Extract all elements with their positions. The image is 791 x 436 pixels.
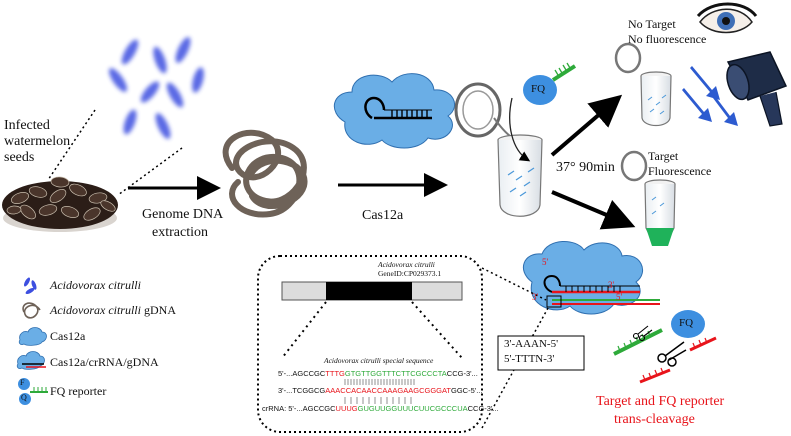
legend-label-bacteria: Acidovorax citrulli (50, 278, 141, 292)
fq-reporter-icon (18, 378, 48, 405)
arrow-no-target (550, 94, 623, 157)
gdna-icon (22, 302, 41, 319)
bacterium (153, 46, 167, 74)
cas12a-complex-cloud (522, 241, 660, 315)
genome-label-line1: Genome DNA (142, 207, 224, 222)
gene-id: GeneID:CP029373.1 (378, 269, 442, 278)
cas12a-cloud (333, 73, 455, 149)
seeds-label-line1: Infected (4, 118, 50, 133)
zoom-connector (481, 267, 547, 301)
tube-target (620, 150, 676, 246)
cas12a-icon (18, 327, 47, 346)
fq-label-bottom: FQ (679, 317, 694, 329)
uv-lamp (726, 51, 788, 127)
legend-fq-letter-f: F (20, 378, 25, 387)
arrow-target (551, 190, 636, 230)
legend-fq-letter-q: Q (21, 393, 27, 402)
legend-label-gdna: Acidovorax citrulli gDNA (50, 303, 176, 317)
sequence-crrna: crRNA: 5'-...AGCCGCUUUGGUGUUGGUUUCUUCGCC… (262, 404, 499, 413)
bacteria-cluster (108, 37, 204, 139)
target-line1: Target (648, 149, 679, 163)
trans-cleavage-line1: Target and FQ reporter (596, 394, 725, 409)
fq-reporter-bottom (613, 310, 717, 384)
bacterium (108, 68, 128, 92)
seeds-bowl (2, 176, 118, 232)
zoom-line (47, 109, 96, 181)
tube-no-target (614, 42, 672, 127)
uv-light-arrows (682, 66, 738, 126)
special-sequence-title: Acidovorax citrulli special sequence (324, 356, 434, 365)
eye-icon (696, 2, 758, 34)
genome-label-line2: extraction (152, 225, 208, 240)
fq-label-top: FQ (531, 83, 546, 95)
legend-label-complex: Cas12a/crRNA/gDNA (50, 355, 159, 369)
gene-map (281, 281, 463, 359)
pam-line1: 3'-AAAN-5' (504, 338, 559, 350)
legend-label-fq: FQ reporter (50, 384, 107, 398)
incubation-label: 37° 90min (556, 160, 615, 175)
fluorescence-fill (646, 228, 674, 246)
complex-prime-3-right: 3' (608, 280, 615, 290)
pam-highlight (546, 295, 562, 308)
complex-prime-5-top: 5' (542, 257, 549, 267)
complex-prime-3-left: 3' (532, 292, 539, 302)
cas12a-complex-icon (16, 351, 46, 370)
bacterium (121, 39, 139, 65)
legend-icons (16, 277, 48, 405)
alignment-lines (344, 379, 415, 404)
bacterium (155, 113, 171, 139)
bacterium (192, 67, 204, 93)
gene-species-title: Acidovorax citrulli (378, 260, 435, 269)
bacteria-icon (23, 277, 37, 295)
bacterium (140, 81, 160, 103)
sequence-top: 5'-...AGCCGCTTTGGTGTTGGTTTCTTCGCCCTACCG-… (278, 369, 478, 378)
pam-box (497, 335, 585, 371)
gdna-tangle (222, 129, 308, 218)
bacterium (166, 82, 184, 108)
target-line2: Fluorescence (648, 164, 712, 178)
bacterium (175, 37, 191, 63)
reaction-tube (454, 82, 543, 217)
no-target-line1: No Target (628, 17, 676, 31)
sequence-bottom: 3'-...TCGGCGAAACCACAACCAAAGAAGCGGGATGGC-… (278, 386, 483, 395)
tube-cap (454, 82, 502, 138)
seeds-label-line2: watermelon (4, 134, 71, 149)
cas12a-label: Cas12a (362, 208, 404, 223)
zoom-box (257, 255, 483, 433)
trans-cleavage-line2: trans-cleavage (614, 412, 695, 427)
seeds-label-line3: seeds (4, 150, 35, 165)
complex-prime-5-right: 5' (616, 292, 623, 302)
fq-reporter-top (523, 62, 577, 105)
crrna-hairpin (364, 96, 432, 120)
scissors-icon (632, 325, 653, 342)
pam-line2: 5'-TTTN-3' (504, 353, 555, 365)
scissors-icon (657, 341, 687, 367)
no-target-line2: No fluorescence (628, 32, 707, 46)
bacterium (123, 109, 137, 135)
legend-label-cas12a: Cas12a (50, 329, 86, 343)
